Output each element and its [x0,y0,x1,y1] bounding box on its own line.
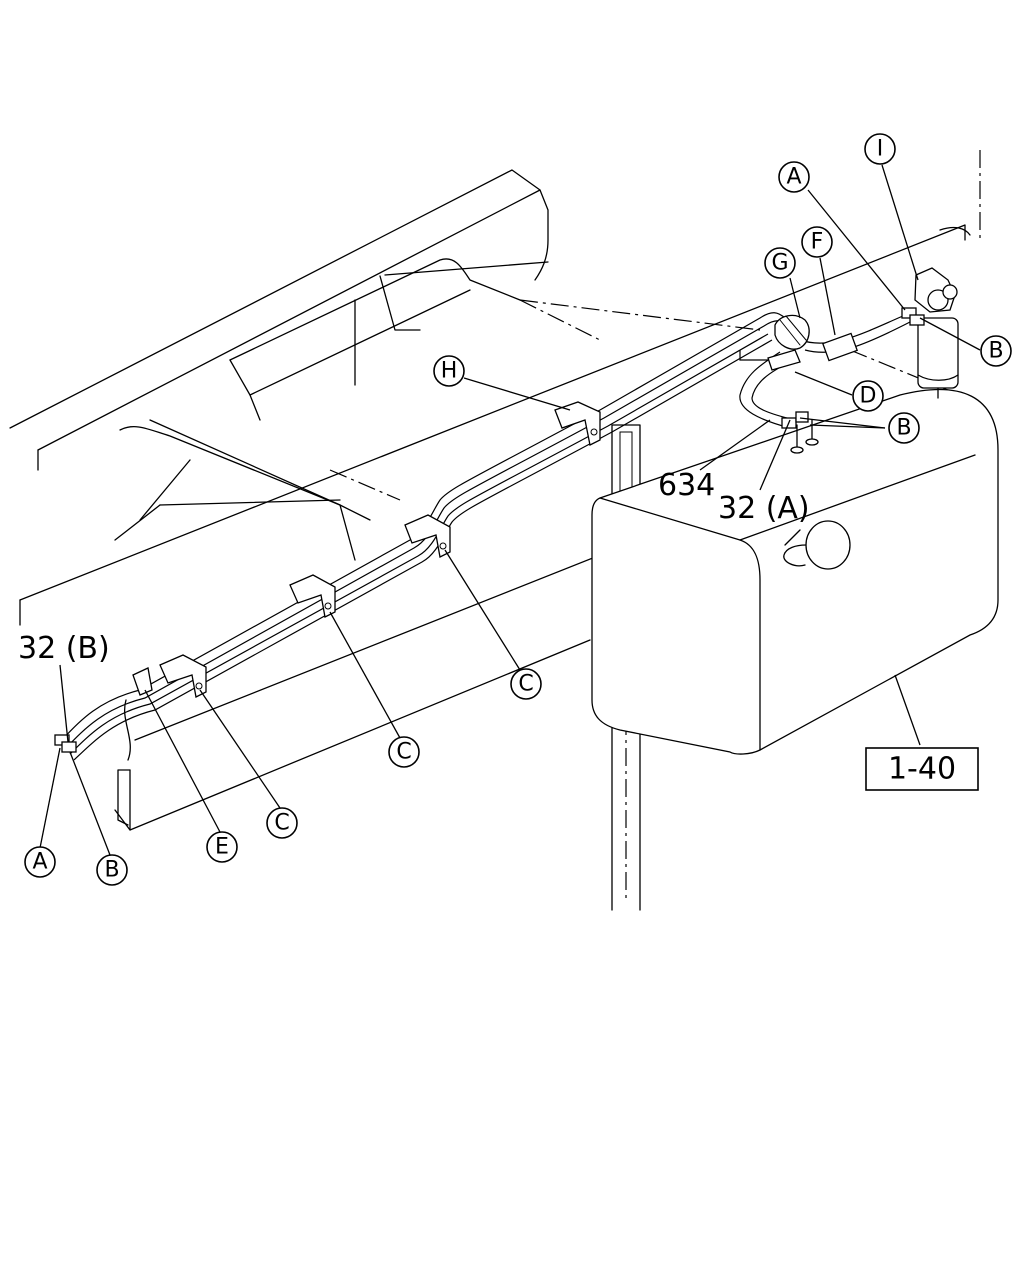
svg-text:B: B [896,416,911,441]
pipe-clamps [54,314,859,753]
svg-text:C: C [274,811,289,836]
reference-label: 1-40 [888,752,956,787]
svg-text:E: E [215,835,229,860]
svg-text:B: B [104,858,119,883]
part-number-32B: 32 (B) [18,631,110,666]
svg-text:F: F [811,230,824,255]
svg-text:I: I [877,137,884,162]
leader-lines [39,164,981,856]
callout-A-left: A [24,846,56,878]
svg-text:A: A [786,165,801,190]
callout-G: G [764,247,796,279]
callout-A-right: A [778,161,810,193]
fuel-pipes [61,312,911,761]
callout-B-left: B [96,854,128,886]
callout-B-right-top: B [980,335,1012,367]
part-number-32A: 32 (A) [718,491,810,526]
callout-I: I [864,133,896,165]
callout-D: D [852,380,884,412]
part-number-634: 634 [658,468,715,503]
reference-box: 1-40 [865,747,979,791]
svg-text:A: A [32,850,47,875]
fuel-tank [591,388,999,755]
callout-C-2: C [388,736,420,768]
svg-text:D: D [860,384,877,409]
callout-E: E [206,831,238,863]
svg-text:G: G [771,251,788,276]
callout-H: H [433,355,465,387]
svg-text:C: C [396,740,411,765]
callout-B-right-mid: B [888,412,920,444]
callout-C-1: C [266,807,298,839]
fuel-filter [901,267,959,399]
svg-text:H: H [441,359,458,384]
callout-F: F [801,226,833,258]
callout-C-3: C [510,668,542,700]
svg-text:C: C [518,672,533,697]
svg-text:B: B [988,339,1003,364]
